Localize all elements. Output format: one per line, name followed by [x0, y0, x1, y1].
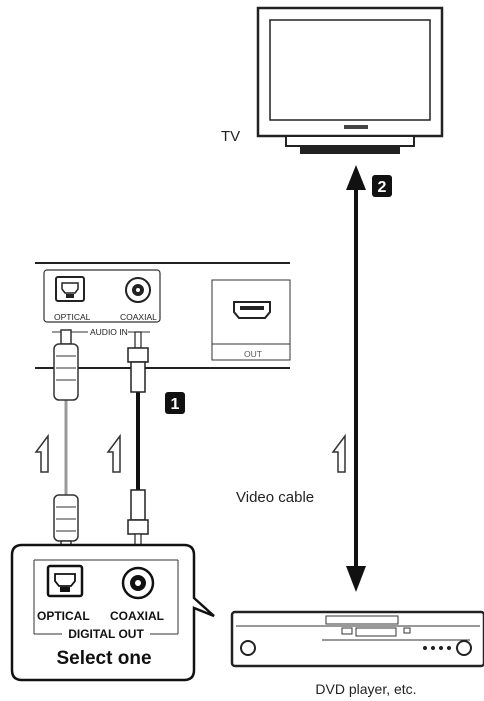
dvd-player-label: DVD player, etc. — [315, 681, 416, 697]
coaxial-in-jack — [125, 277, 151, 303]
hdmi-out-jack — [233, 301, 271, 319]
audio-in-label: AUDIO IN — [90, 327, 128, 337]
digital-out-label: DIGITAL OUT — [68, 627, 144, 641]
coaxial-in-label: COAXIAL — [120, 312, 157, 322]
video-cable — [346, 165, 366, 592]
coaxial-cable — [127, 331, 149, 553]
optical-in-jack — [55, 276, 85, 302]
optical-out-jack — [46, 564, 84, 598]
tv — [256, 6, 444, 154]
coaxial-out-label: COAXIAL — [110, 609, 164, 623]
hdmi-out-label: OUT — [244, 349, 262, 359]
step-1-number: 1 — [171, 396, 180, 413]
coaxial-out-jack — [121, 566, 155, 600]
step-2-badge — [372, 175, 392, 197]
select-one-label: Select one — [56, 648, 151, 669]
video-cable-label: Video cable — [236, 489, 314, 506]
dvd-player — [230, 610, 484, 668]
signal-direction-arrow-video — [331, 433, 346, 473]
step-2-number: 2 — [378, 179, 387, 196]
signal-direction-arrow-coaxial — [106, 433, 121, 473]
step-1-badge — [165, 392, 185, 414]
optical-out-label: OPTICAL — [37, 609, 90, 623]
optical-in-label: OPTICAL — [54, 312, 91, 322]
signal-direction-arrow-optical — [34, 433, 49, 473]
optical-cable — [53, 329, 79, 558]
tv-label: TV — [221, 128, 240, 145]
